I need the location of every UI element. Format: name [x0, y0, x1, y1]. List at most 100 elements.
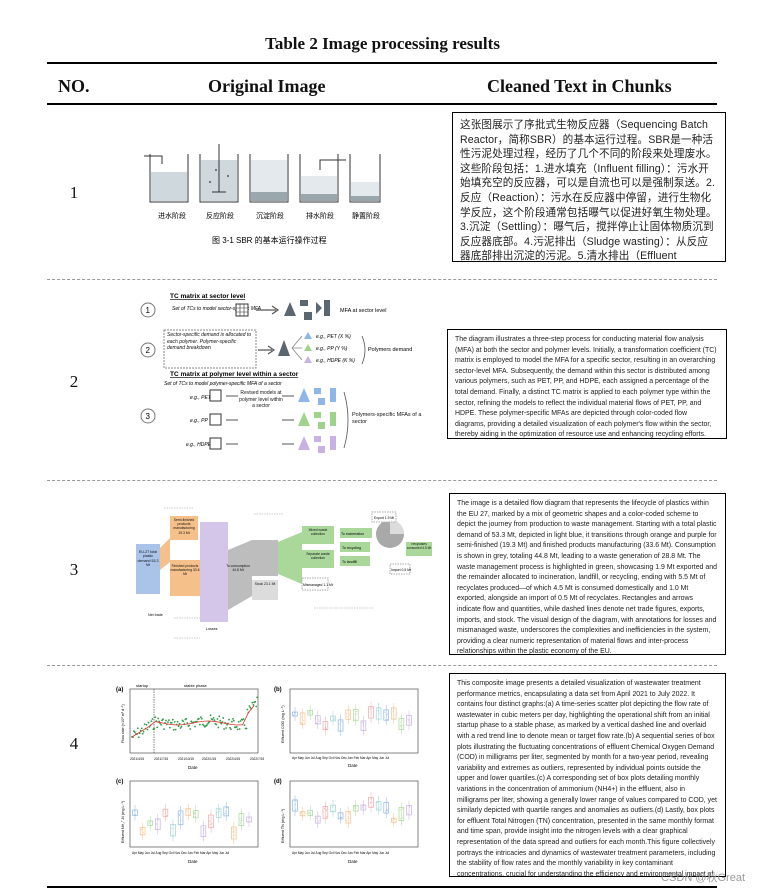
box-point [310, 813, 312, 815]
box-point [392, 709, 394, 711]
box [246, 816, 252, 823]
box-point [394, 821, 396, 823]
panel-b-months: Apr May Jun Jul Aug Sep Oct Nov Dec Jan … [292, 756, 389, 760]
hdpe-flow-icons [298, 436, 336, 453]
box-point [239, 822, 241, 824]
flow-box-label: To incineration [341, 532, 364, 536]
panel-label: (b) [274, 687, 282, 693]
box [307, 710, 313, 716]
box-point [141, 828, 143, 830]
box-point [316, 817, 318, 819]
scatter-point [154, 716, 157, 718]
step1-output: MFA at sector level [340, 308, 386, 314]
row-separator [47, 665, 717, 666]
flow-box-label: Mismanaged 1.1 Mt [303, 583, 333, 587]
box-point [140, 829, 142, 831]
flow-box-label: Export 1.9 Mt [374, 516, 394, 520]
tank-label: 静置阶段 [352, 211, 380, 220]
scatter-point [156, 726, 159, 729]
flow-box-label: To recycling [342, 546, 361, 550]
top-rule [47, 62, 717, 64]
scatter-point [136, 727, 139, 730]
box-point [218, 808, 220, 810]
box-point [362, 725, 364, 727]
step3-title: TC matrix at polymer level within a sect… [170, 371, 299, 378]
box [345, 709, 351, 720]
box-point [234, 834, 236, 836]
box-point [349, 812, 351, 814]
flow-box-label: Semi-finished products manufacturing 19.… [173, 518, 195, 535]
scatter-point [212, 717, 215, 719]
polymer-demand-icons [304, 332, 312, 363]
box-point [301, 815, 303, 817]
ammonium-boxplots [132, 801, 252, 844]
step-number: 2 [146, 346, 151, 355]
box-point [379, 707, 381, 709]
row-number: 4 [69, 734, 79, 753]
box-point [348, 817, 350, 819]
box-point [409, 806, 411, 808]
sbr-tank-5 [349, 154, 381, 203]
box-point [346, 715, 348, 717]
scatter-point [245, 727, 248, 730]
box-point [186, 809, 188, 811]
scatter-point [218, 715, 221, 718]
tank-label: 反应阶段 [206, 211, 234, 220]
box-point [209, 823, 211, 825]
box-point [295, 800, 297, 802]
scatter-point [170, 721, 173, 724]
box-point [378, 712, 380, 714]
box-point [194, 815, 196, 817]
box [375, 800, 382, 811]
box-point [362, 807, 364, 809]
step2-text: Sector-specific demand is allocated to e… [167, 332, 252, 351]
box-point [203, 828, 205, 830]
step-number: 3 [146, 412, 151, 421]
box-point [239, 818, 241, 820]
scatter-point [249, 706, 252, 709]
scatter-point [202, 724, 205, 727]
box-point [172, 824, 174, 826]
step-number: 1 [146, 306, 151, 315]
box-point [308, 712, 310, 714]
box [215, 808, 222, 818]
box-point [347, 816, 349, 818]
scatter-point [142, 730, 145, 733]
box-point [172, 834, 174, 836]
scatter-point [168, 726, 171, 729]
panel-b-ylabel: Effluent COD (mg L⁻¹) [281, 705, 285, 743]
flow-box-label: Recyclates consumed 4.5 Mt [406, 543, 432, 550]
box-point [294, 713, 296, 715]
pp-flow-icons [298, 412, 336, 429]
box-point [400, 721, 402, 723]
box-point [178, 813, 180, 815]
scatter-point [176, 720, 179, 723]
box [292, 711, 298, 717]
box-point [165, 815, 167, 817]
box-point [157, 818, 159, 820]
box-point [240, 820, 242, 822]
box-point [317, 719, 319, 721]
scatter-point [178, 722, 181, 725]
box-point [186, 810, 188, 812]
box-point [157, 819, 159, 821]
row-separator [47, 279, 717, 280]
box-point [218, 811, 220, 812]
box-point [325, 729, 326, 731]
scatter-point [180, 725, 183, 728]
box-point [346, 713, 348, 715]
scatter-point [230, 728, 232, 731]
scatter-point [140, 727, 143, 730]
box-point [346, 820, 348, 822]
box-point [171, 827, 173, 829]
scatter-point [189, 728, 192, 730]
row-number: 3 [69, 560, 79, 579]
scatter-point [173, 720, 176, 723]
box-point [295, 809, 297, 811]
box-point [202, 828, 204, 830]
step3-middle-text: Revised models at polymer level within a… [239, 390, 283, 409]
x-tick-label: 2021/4/15 [130, 757, 144, 761]
box-point [301, 716, 303, 718]
step2-item: e.g., PP (Y %) [316, 346, 348, 352]
